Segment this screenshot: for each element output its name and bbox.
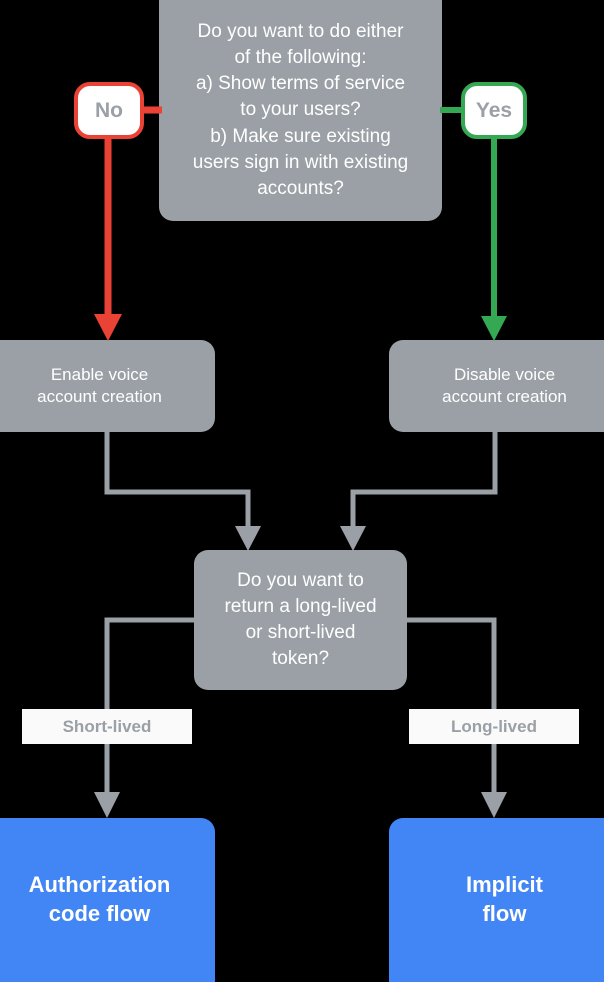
- arrowhead-decision-two-to-authorization: [94, 792, 120, 818]
- edge-disable-voice-to-decision-two: [350, 432, 498, 528]
- node-disable-voice-account-creation: Disable voice account creation: [389, 340, 604, 432]
- arrowhead-yes-to-disable-voice: [481, 316, 507, 341]
- edge-label-long-lived: Long-lived: [409, 709, 579, 744]
- arrowhead-decision-two-to-implicit: [481, 792, 507, 818]
- edge-decision-two-to-authorization: [104, 617, 194, 794]
- arrowhead-no-to-enable-voice: [94, 314, 122, 341]
- edge-decision-two-to-implicit: [407, 617, 497, 794]
- edge-label-short-lived: Short-lived: [22, 709, 192, 744]
- decision-node-token-lifetime: Do you want to return a long-lived or sh…: [194, 550, 407, 690]
- outcome-authorization-text: Authorization code flow: [28, 872, 171, 926]
- edge-enable-voice-to-decision-two: [104, 432, 251, 528]
- decision-node-account-linking-requirements: Do you want to do either of the followin…: [159, 0, 442, 221]
- branch-badge-yes-label: Yes: [475, 98, 513, 122]
- branch-badge-yes[interactable]: Yes: [461, 82, 527, 139]
- decision-two-text: Do you want to return a long-lived or sh…: [224, 569, 377, 670]
- node-enable-voice-account-creation: Enable voice account creation: [0, 340, 215, 432]
- outcome-node-implicit-flow: Implicit flow: [389, 818, 604, 982]
- branch-badge-no-label: No: [95, 98, 123, 122]
- edge-label-short-lived-text: Short-lived: [62, 716, 152, 736]
- arrowhead-enable-voice-to-decision-two: [235, 526, 261, 551]
- enable-voice-text: Enable voice account creation: [37, 364, 162, 406]
- branch-badge-no[interactable]: No: [74, 82, 144, 139]
- edge-label-long-lived-text: Long-lived: [451, 716, 537, 736]
- outcome-implicit-text: Implicit flow: [465, 872, 543, 926]
- decision-one-text: Do you want to do either of the followin…: [192, 20, 409, 200]
- disable-voice-text: Disable voice account creation: [442, 364, 567, 406]
- outcome-node-authorization-code-flow: Authorization code flow: [0, 818, 215, 982]
- arrowhead-disable-voice-to-decision-two: [340, 526, 366, 551]
